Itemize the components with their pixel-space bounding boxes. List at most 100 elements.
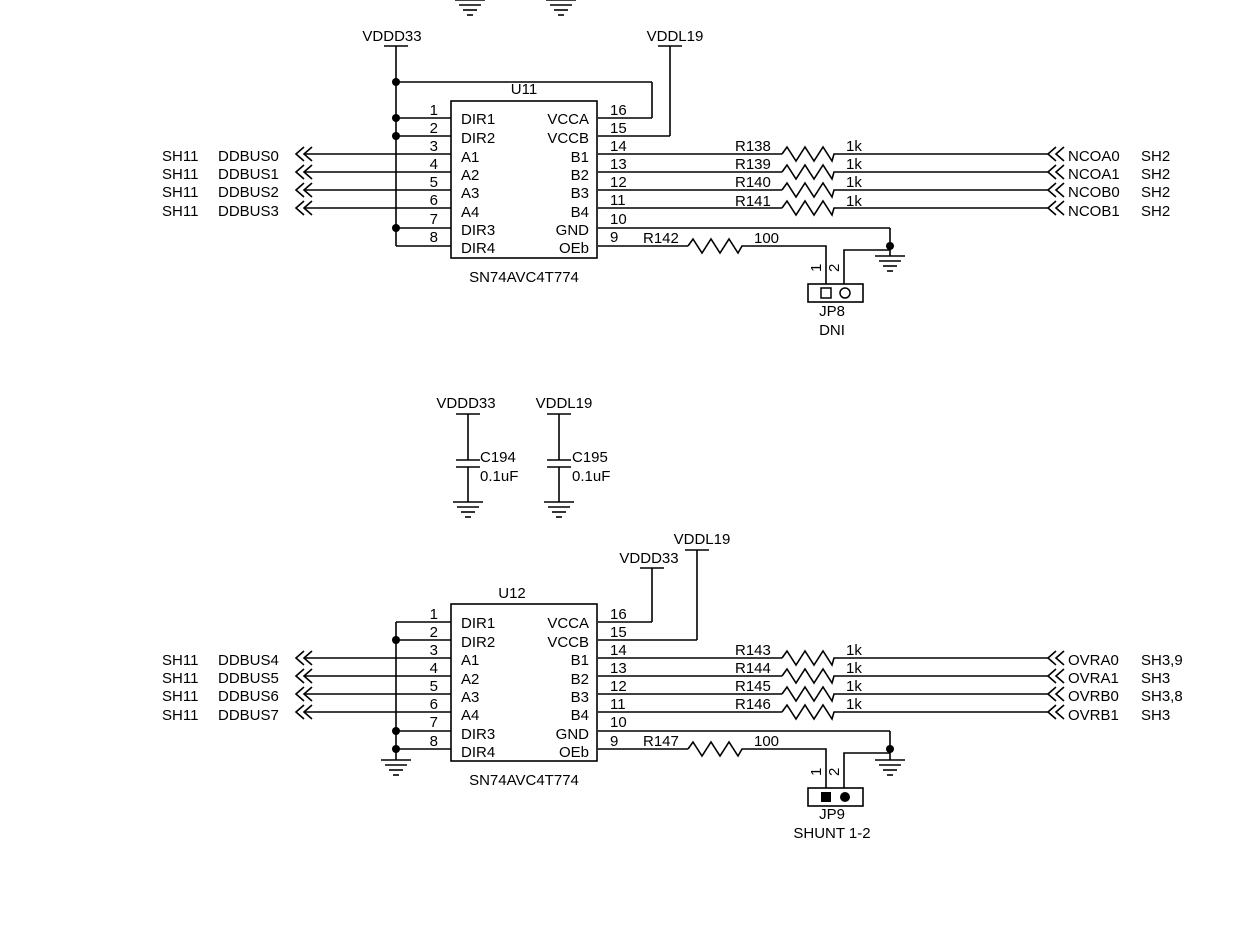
- output-net-label: NCOA0: [1068, 148, 1120, 165]
- input-sheet-ref: SH11: [162, 148, 198, 165]
- u11-series-resistors: R138 R139 R140 R141 1k 1k 1k 1k: [735, 138, 1048, 217]
- output-sheet-ref: SH3,8: [1141, 688, 1183, 705]
- u11-pin-name: DIR2: [461, 130, 495, 147]
- u12-series-resistors: R143 R144 R145 R146 1k 1k 1k 1k: [735, 642, 1048, 721]
- oe-resistor-value: 100: [754, 733, 779, 750]
- resistor-ref: R138: [735, 138, 771, 155]
- jumper-pin1-label: 1: [808, 264, 825, 272]
- u12-pin-num: 3: [430, 642, 438, 659]
- u12-pin-num: 16: [610, 606, 627, 623]
- u12-pin-num: 4: [430, 660, 438, 677]
- u11-left-pins: 1 2 3 4 5 6 7 8 DIR1 DIR2 A1 A2 A3 A4 DI…: [304, 78, 495, 257]
- output-net-label: OVRB1: [1068, 707, 1119, 724]
- jumper-pin2-label: 2: [826, 264, 843, 272]
- resistor-ref: R141: [735, 193, 771, 210]
- output-sheet-ref: SH2: [1141, 203, 1170, 220]
- cap-rail-label: VDDL19: [536, 395, 593, 412]
- cap-rail-label: VDDD33: [436, 395, 495, 412]
- jumper-ref: JP9: [819, 806, 845, 823]
- input-sheet-ref: SH11: [162, 166, 198, 183]
- u12-pin-name: DIR2: [461, 634, 495, 651]
- u12-pin-name: VCCB: [547, 634, 589, 651]
- u11-pin-num: 14: [610, 138, 627, 155]
- output-sheet-ref: SH2: [1141, 166, 1170, 183]
- cap-ref: C195: [572, 449, 608, 466]
- output-sheet-ref: SH3: [1141, 670, 1170, 687]
- input-net-label: DDBUS4: [218, 652, 279, 669]
- u12-pin-name: OEb: [559, 744, 589, 761]
- u11-pin-num: 8: [430, 229, 438, 246]
- jumper-pin-square: [820, 287, 832, 299]
- u12-oe-network: R147 100 1 2 JP9 SHUNT 1-2: [643, 731, 905, 842]
- u11-pin-name: VCCA: [547, 111, 589, 128]
- u12-pin-name: DIR1: [461, 615, 495, 632]
- u11-pin-num: 5: [430, 174, 438, 191]
- u12-pin-num: 11: [610, 696, 626, 713]
- resistor-ref: R145: [735, 678, 771, 695]
- input-sheet-ref: SH11: [162, 203, 198, 220]
- output-net-label: OVRA1: [1068, 670, 1119, 687]
- jumper-pin-round: [839, 287, 851, 299]
- u11-pin-name: A3: [461, 185, 479, 202]
- cap-value: 0.1uF: [572, 468, 610, 485]
- jumper-pin2-label: 2: [826, 768, 843, 776]
- u11-oe-network: R142 100 1 2 JP8 DNI: [643, 228, 905, 339]
- jumper-note: SHUNT 1-2: [793, 825, 870, 842]
- u12-pin-name: B1: [571, 652, 589, 669]
- input-net-label: DDBUS1: [218, 166, 279, 183]
- cap-value: 0.1uF: [480, 468, 518, 485]
- u12-part: SN74AVC4T774: [469, 772, 579, 789]
- u11-pin-name: VCCB: [547, 130, 589, 147]
- u12-input-connectors: SH11 SH11 SH11 SH11 DDBUS4 DDBUS5 DDBUS6…: [162, 650, 313, 724]
- u11-pin-name: B1: [571, 149, 589, 166]
- resistor-value: 1k: [846, 138, 862, 155]
- decoupling-caps: VDDD33 C194 0.1uF VDDL19 C195 0.1u: [436, 395, 610, 518]
- oe-resistor-ref: R147: [643, 733, 679, 750]
- u12-pin-name: A2: [461, 671, 479, 688]
- u11-pin-name: A1: [461, 149, 479, 166]
- input-net-label: DDBUS2: [218, 184, 279, 201]
- resistor-value: 1k: [846, 193, 862, 210]
- jumper-note: DNI: [819, 322, 845, 339]
- resistor-value: 1k: [846, 696, 862, 713]
- u11-pin-name: DIR3: [461, 222, 495, 239]
- resistor-value: 1k: [846, 174, 862, 191]
- u11-pin-num: 7: [430, 211, 438, 228]
- jumper-jp8-body: [807, 283, 864, 303]
- output-sheet-ref: SH3: [1141, 707, 1170, 724]
- cap-c195: VDDL19 C195 0.1uF: [536, 395, 610, 518]
- input-net-label: DDBUS6: [218, 688, 279, 705]
- u11-pin-name: DIR1: [461, 111, 495, 128]
- u12-pin-name: A1: [461, 652, 479, 669]
- u11-pin-num: 3: [430, 138, 438, 155]
- oe-resistor-value: 100: [754, 230, 779, 247]
- jumper-jp9-body: [807, 787, 864, 807]
- u12-pin-name: A3: [461, 689, 479, 706]
- ground-symbol-top-1: [455, 0, 485, 16]
- u11-pin-num: 10: [610, 211, 627, 228]
- u11-pin-name: B2: [571, 167, 589, 184]
- u11-pin-name: DIR4: [461, 240, 495, 257]
- ground-symbol: [875, 759, 905, 776]
- resistor-value: 1k: [846, 642, 862, 659]
- u11-pin-num: 11: [610, 192, 626, 209]
- u11-output-connectors: NCOA0 NCOA1 NCOB0 NCOB1 SH2 SH2 SH2 SH2: [1046, 146, 1170, 220]
- u12-pin-num: 2: [430, 624, 438, 641]
- jumper-pin1-label: 1: [808, 768, 825, 776]
- u12-chip-body: [450, 603, 598, 762]
- u11-ref: U11: [511, 81, 537, 98]
- u12-vddd33-label: VDDD33: [619, 550, 678, 567]
- u11-vddd33-label: VDDD33: [362, 28, 421, 45]
- input-sheet-ref: SH11: [162, 184, 198, 201]
- u12-pin-num: 14: [610, 642, 627, 659]
- u11-input-connectors: SH11 SH11 SH11 SH11 DDBUS0 DDBUS1 DDBUS2…: [162, 146, 313, 220]
- u11-pin-num: 6: [430, 192, 438, 209]
- input-net-label: DDBUS7: [218, 707, 279, 724]
- input-net-label: DDBUS5: [218, 670, 279, 687]
- u12-pin-name: DIR3: [461, 726, 495, 743]
- u11-pin-name: A4: [461, 204, 479, 221]
- u12-pin-num: 1: [430, 606, 438, 623]
- u12-pin-num: 5: [430, 678, 438, 695]
- jumper-pin-square-shunted: [821, 792, 831, 802]
